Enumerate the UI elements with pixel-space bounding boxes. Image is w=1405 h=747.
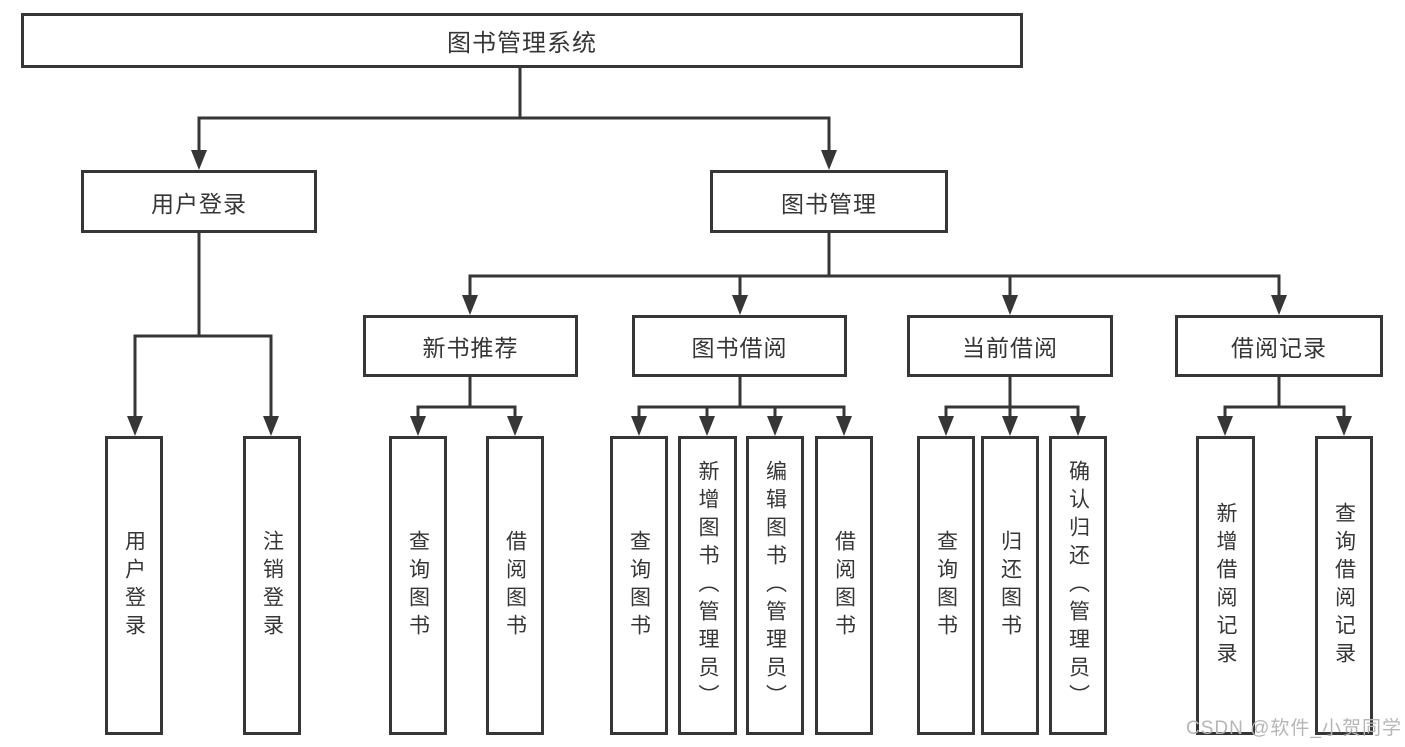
node-borrow-records: 借阅记录 [1175,315,1383,377]
node-label: 当前借阅 [962,335,1058,361]
arrowhead [127,416,143,436]
node-label: 用户登录 [151,190,247,217]
arrowhead [191,150,207,170]
arrowhead [767,416,783,436]
arrowhead [1336,416,1352,436]
leaf-recommend-borrow-books: 借阅图书 [486,436,544,735]
node-label: 图书借阅 [691,335,788,361]
leaf-label: 借阅图书 [503,529,527,642]
arrowhead [1070,416,1086,436]
leaf-current-confirm-return-admin: 确认归还（管理员） [1049,436,1107,735]
arrowhead [821,150,837,170]
connector-records-to-leaves [1217,377,1352,436]
leaf-label: 借阅图书 [832,529,856,642]
leaf-label: 查询图书 [934,529,958,642]
connector-login-to-leaves [127,233,279,436]
connector-recommend-to-leaves [410,377,523,436]
connector-mgmt-to-level3 [462,233,1287,315]
arrowhead [507,416,523,436]
csdn-watermark: CSDN @软件_小贺同学 [1186,718,1402,739]
leaf-borrow-borrow-books: 借阅图书 [815,436,873,735]
node-book-borrow: 图书借阅 [632,315,847,377]
arrowhead [836,416,852,436]
leaf-label: 新增借阅记录 [1214,501,1237,670]
leaf-label: 查询借阅记录 [1332,501,1356,670]
arrowhead [1217,416,1233,436]
arrowhead [410,416,426,436]
node-user-login: 用户登录 [81,170,317,233]
leaf-borrow-query-books: 查询图书 [610,436,668,735]
connector-current-to-leaves [938,377,1086,436]
leaf-label: 注销登录 [260,529,284,642]
leaf-borrow-add-books-admin: 新增图书（管理员） [678,436,737,735]
node-book-management: 图书管理 [710,170,948,233]
leaf-label: 新增图书（管理员） [696,459,719,712]
leaf-borrow-edit-books-admin: 编辑图书（管理员） [746,436,804,735]
arrowhead [938,416,954,436]
node-label: 借阅记录 [1231,335,1327,361]
leaf-logout: 注销登录 [243,436,301,735]
arrowhead [631,416,647,436]
arrowhead [1002,416,1018,436]
arrowhead [699,416,715,436]
node-label: 图书管理系统 [447,30,597,57]
node-system-root: 图书管理系统 [21,13,1023,68]
arrowhead [462,295,478,315]
leaf-current-return-books: 归还图书 [981,436,1039,735]
connector-borrow-to-leaves [631,377,852,436]
node-new-book-recommend: 新书推荐 [363,315,578,377]
node-label: 新书推荐 [422,335,519,361]
node-label: 图书管理 [781,190,877,217]
leaf-records-add-record: 新增借阅记录 [1196,436,1255,735]
leaf-label: 用户登录 [122,529,146,642]
leaf-label: 编辑图书（管理员） [763,459,787,712]
arrowhead [1271,295,1287,315]
leaf-label: 确认归还（管理员） [1066,459,1090,712]
arrowhead [263,416,279,436]
arrowhead [1002,295,1018,315]
connector-root-to-level2 [191,68,837,170]
node-current-borrow: 当前借阅 [907,315,1113,377]
leaf-current-query-books: 查询图书 [917,436,975,735]
leaf-recommend-query-books: 查询图书 [389,436,447,735]
leaf-label: 查询图书 [406,529,430,642]
leaf-label: 查询图书 [627,529,651,642]
leaf-label: 归还图书 [998,529,1022,642]
leaf-user-login: 用户登录 [105,436,163,735]
arrowhead [732,295,748,315]
leaf-records-query-record: 查询借阅记录 [1315,436,1373,735]
